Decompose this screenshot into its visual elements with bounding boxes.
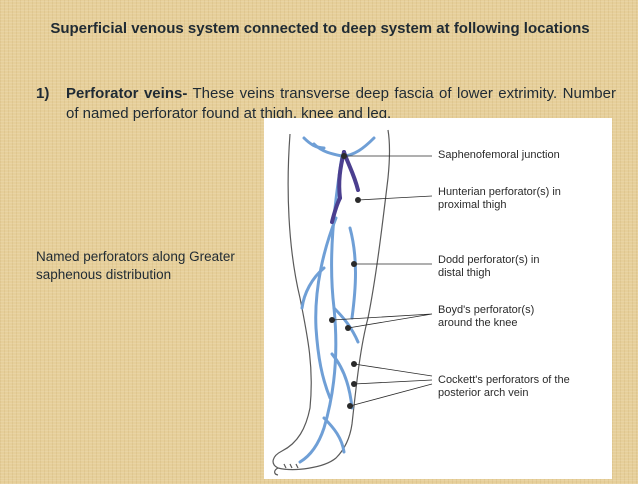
- point-text: These veins transverse deep fascia of lo…: [66, 85, 616, 122]
- point-body: Perforator veins- These veins transverse…: [66, 84, 616, 124]
- slide-title: Superficial venous system connected to d…: [50, 20, 590, 37]
- label-cockett-perforators: Cockett's perforators of the posterior a…: [438, 374, 570, 399]
- point-number: 1): [36, 85, 50, 102]
- leg-vein-figure: Saphenofemoral junction Hunterian perfor…: [264, 118, 612, 479]
- leader-lines: [331, 155, 433, 407]
- point-term: Perforator veins-: [66, 85, 188, 102]
- perforator-point: 1) Perforator veins- These veins transve…: [36, 84, 616, 124]
- label-saphenofemoral-junction: Saphenofemoral junction: [438, 149, 560, 161]
- leg-illustration: [272, 129, 433, 476]
- label-dodd-perforator: Dodd perforator(s) in distal thigh: [438, 254, 540, 279]
- leg-outline: [272, 129, 391, 476]
- side-note: Named perforators along Greater saphenou…: [36, 249, 235, 282]
- deep-veins: [330, 150, 360, 224]
- label-hunterian-perforator: Hunterian perforator(s) in proximal thig…: [438, 186, 561, 211]
- superficial-veins: [298, 136, 376, 464]
- label-boyd-perforator: Boyd's perforator(s) around the knee: [438, 304, 535, 329]
